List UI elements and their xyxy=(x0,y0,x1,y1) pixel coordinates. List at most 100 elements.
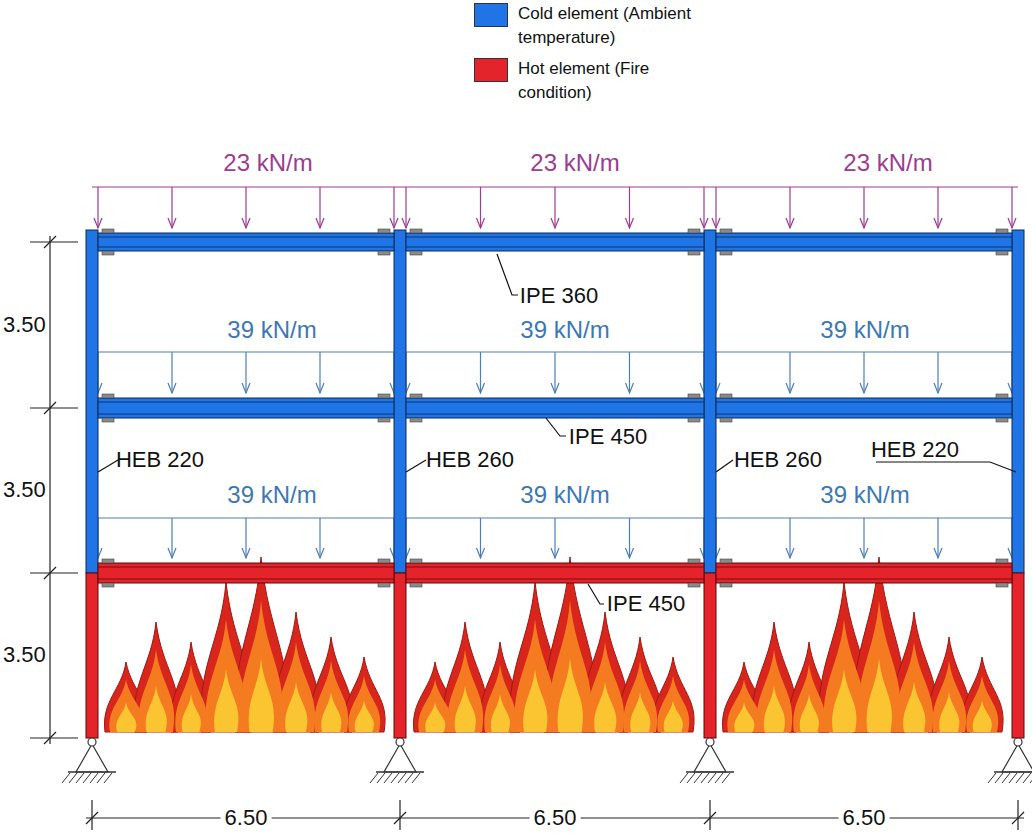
fire-flame xyxy=(277,642,315,732)
load-arrow xyxy=(171,352,172,393)
cold-column xyxy=(86,230,98,573)
ground-hatch xyxy=(62,773,70,783)
ground-hatch xyxy=(715,773,723,783)
load-arrowhead xyxy=(934,383,942,393)
beam-flange xyxy=(716,247,1012,248)
dimension-label: 6.50 xyxy=(221,806,272,830)
ground-hatch xyxy=(1016,773,1024,783)
fire-flame xyxy=(932,661,966,732)
load-arrowhead xyxy=(786,218,794,228)
hot-beam xyxy=(716,563,1012,583)
load-arrow xyxy=(629,187,630,228)
connection-plate xyxy=(102,559,114,563)
load-arrowhead xyxy=(860,383,868,393)
fire-flame xyxy=(903,682,925,732)
load-arrowhead xyxy=(390,218,398,228)
load-arrow xyxy=(629,518,630,558)
load-arrow xyxy=(715,187,716,228)
fire-flame xyxy=(756,650,792,733)
ground-hatch xyxy=(995,773,1003,783)
fire-flame xyxy=(895,642,933,732)
connection-plate xyxy=(410,583,422,587)
connection-plate xyxy=(688,229,700,233)
hot-beam xyxy=(406,563,704,583)
beam-flange xyxy=(406,402,704,403)
beam-flange xyxy=(716,567,1012,568)
cold-beam xyxy=(406,233,704,251)
fire-flame xyxy=(586,642,624,732)
dimension-label: 6.50 xyxy=(839,806,890,830)
beam-flange xyxy=(98,402,394,403)
fire-flame xyxy=(314,661,348,732)
fire-flame xyxy=(623,661,657,732)
hot-column xyxy=(86,573,98,738)
fire-flame xyxy=(146,686,167,732)
ground-hatch xyxy=(104,773,112,783)
ground-hatch xyxy=(701,773,709,783)
fire-flame xyxy=(752,622,798,732)
ground-hatch xyxy=(391,773,399,783)
ground-hatch xyxy=(405,773,413,783)
ground-hatch xyxy=(1002,773,1010,783)
hot-beam xyxy=(98,563,394,583)
pin-hinge xyxy=(396,738,404,746)
connection-plate xyxy=(410,394,422,398)
load-arrowhead xyxy=(712,218,720,228)
connection-plate xyxy=(996,229,1008,233)
fire-flame xyxy=(455,686,476,732)
fire-flame xyxy=(548,601,592,732)
load-arrowhead xyxy=(860,218,868,228)
beam-flange xyxy=(406,247,704,248)
fire-flame xyxy=(491,694,510,732)
beam-flange xyxy=(98,579,394,580)
fire-flame xyxy=(966,676,998,732)
ground-hatch xyxy=(722,773,730,783)
ground-hatch xyxy=(680,773,688,783)
fire-flame xyxy=(425,703,445,732)
load-arrow xyxy=(554,352,555,393)
section-label: HEB 260 xyxy=(426,448,514,472)
load-label: 23 kN/m xyxy=(843,150,932,176)
fire-flame xyxy=(109,680,143,733)
connection-plate xyxy=(102,394,114,398)
section-label: IPE 450 xyxy=(607,592,685,616)
load-arrowhead xyxy=(168,548,176,558)
hot-column xyxy=(394,573,406,738)
load-arrowhead xyxy=(860,548,868,558)
load-arrowhead xyxy=(477,548,485,558)
load-arrowhead xyxy=(1008,218,1016,228)
load-arrow xyxy=(393,187,394,228)
fire-flame xyxy=(116,703,136,732)
pin-hinge xyxy=(1014,738,1022,746)
fire-flame xyxy=(727,680,761,733)
load-arrow xyxy=(97,187,98,228)
cold-beam xyxy=(98,233,394,251)
load-arrow xyxy=(480,352,481,393)
connection-plate xyxy=(996,251,1008,255)
connection-plate xyxy=(378,583,390,587)
load-label: 39 kN/m xyxy=(227,317,316,343)
section-label: IPE 360 xyxy=(520,284,598,308)
load-arrow xyxy=(171,518,172,558)
dimension-label: 3.50 xyxy=(3,643,46,667)
load-arrow xyxy=(937,352,938,393)
connection-plate xyxy=(378,394,390,398)
beam-flange xyxy=(716,414,1012,415)
cold-beam xyxy=(716,233,1012,251)
beam-flange xyxy=(98,237,394,238)
section-label: HEB 260 xyxy=(734,448,822,472)
fire-flame xyxy=(484,665,516,733)
ground-hatch xyxy=(694,773,702,783)
load-arrow xyxy=(789,518,790,558)
fire-flame xyxy=(764,686,785,732)
load-arrowhead xyxy=(551,218,559,228)
fire-flame xyxy=(582,612,629,732)
fire-flame xyxy=(343,657,385,732)
beam-flange xyxy=(98,567,394,568)
fire-flame xyxy=(249,659,274,733)
load-arrowhead xyxy=(168,383,176,393)
legend-swatch xyxy=(474,58,508,82)
load-label: 39 kN/m xyxy=(520,317,609,343)
load-arrowhead xyxy=(242,383,250,393)
connection-plate xyxy=(410,418,422,422)
